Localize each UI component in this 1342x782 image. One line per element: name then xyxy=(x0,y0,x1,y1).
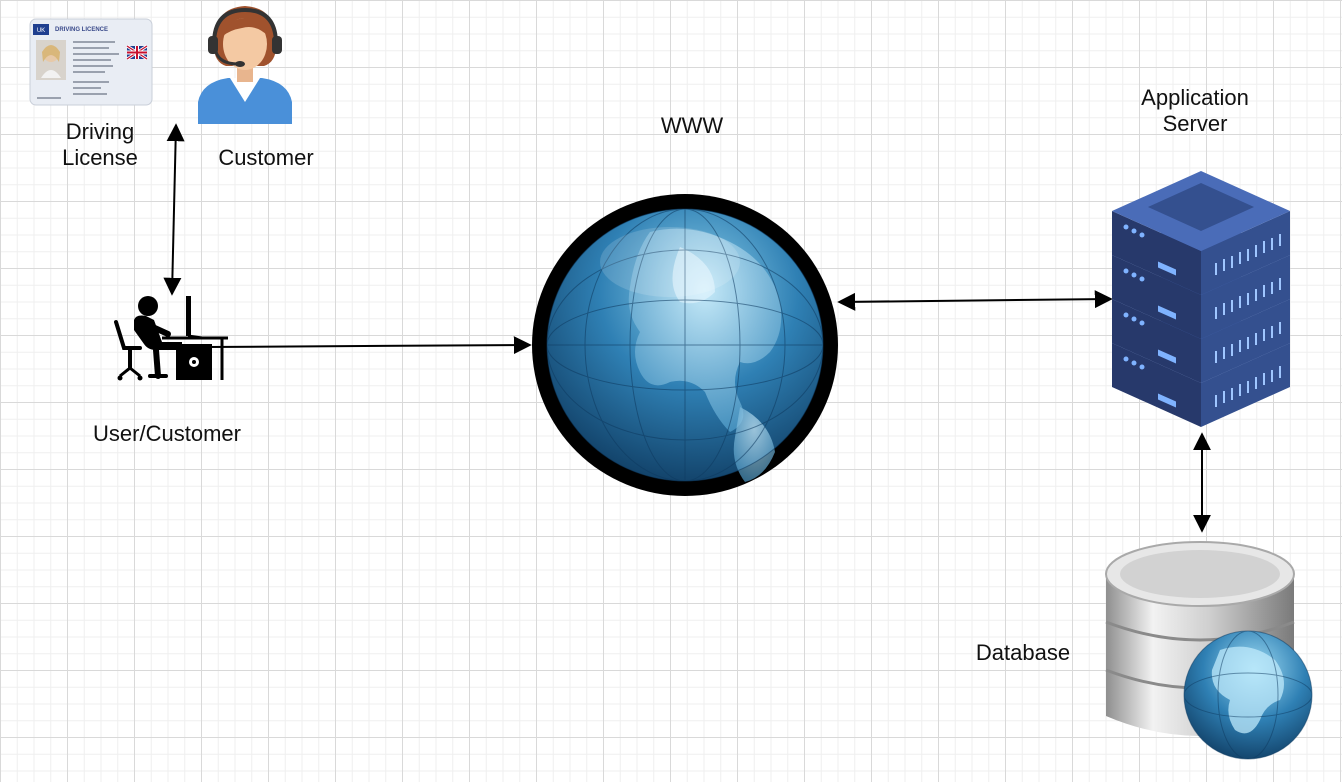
user-customer-label: User/Customer xyxy=(93,421,241,446)
edge-www-server xyxy=(837,290,1113,311)
application-server-label: Application Server xyxy=(1120,85,1270,137)
driving-license-label: Driving License xyxy=(40,119,160,171)
user-at-desk-icon xyxy=(114,296,228,381)
server-unit-1 xyxy=(1112,171,1290,295)
www-label: WWW xyxy=(660,113,724,138)
www-globe-icon xyxy=(532,194,838,496)
customer-avatar-icon xyxy=(198,6,292,124)
edge-user-www xyxy=(205,336,532,355)
database-icon xyxy=(1105,541,1313,760)
application-server-label-line1: Application xyxy=(1141,85,1249,110)
license-card-country: UK xyxy=(37,28,45,34)
driving-license-label-line2: License xyxy=(62,145,138,170)
license-card-header: DRIVING LICENCE xyxy=(55,27,108,33)
application-server-icon xyxy=(1112,171,1290,427)
driving-license-label-line1: Driving xyxy=(65,119,135,144)
driving-license-card: UK DRIVING LICENCE xyxy=(29,18,153,106)
database-label: Database xyxy=(975,640,1071,665)
application-server-label-line2: Server xyxy=(1162,111,1228,136)
customer-label: Customer xyxy=(218,145,314,170)
edge-license-user xyxy=(163,123,185,296)
